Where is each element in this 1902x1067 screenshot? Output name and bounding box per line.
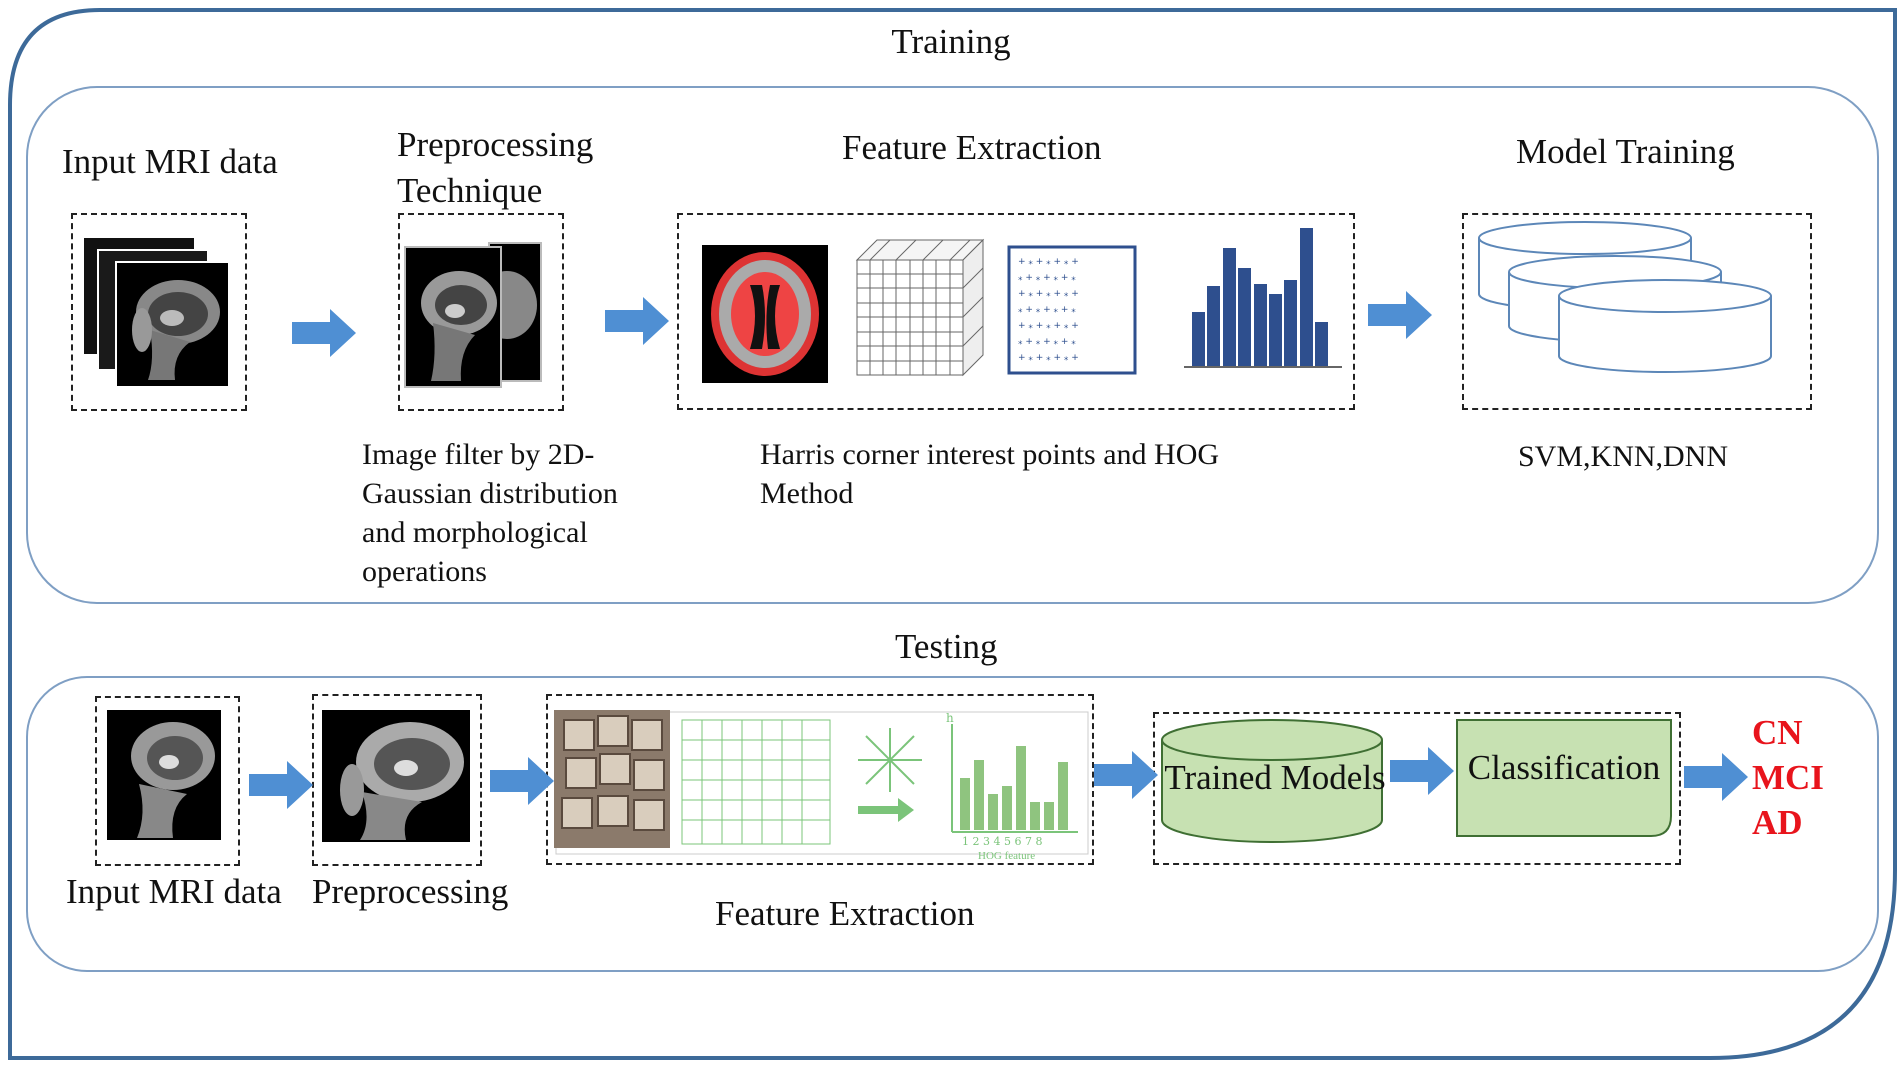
cube-grid-icon bbox=[855, 238, 985, 377]
test-preprocessing-box bbox=[312, 694, 482, 866]
svg-text:⁎ + ⁎ + ⁎ + ⁎: ⁎ + ⁎ + ⁎ + ⁎ bbox=[1018, 337, 1076, 347]
test-preprocessed-mri-icon bbox=[322, 710, 470, 842]
train-arrow-2 bbox=[605, 297, 669, 345]
hog-axis-label: h bbox=[946, 711, 954, 725]
train-feature-desc-2: Method bbox=[760, 477, 854, 510]
histogram-icon bbox=[1184, 228, 1342, 368]
training-title: Training bbox=[891, 22, 1011, 61]
train-model-box bbox=[1462, 213, 1812, 410]
outcome-list: CN MCI AD bbox=[1752, 710, 1824, 845]
brain-segmentation-icon bbox=[702, 245, 828, 383]
test-input-box bbox=[95, 696, 240, 866]
classification-box bbox=[1456, 719, 1672, 837]
train-feature-desc-1: Harris corner interest points and HOG bbox=[760, 438, 1220, 471]
classification-label: Classification bbox=[1467, 748, 1661, 787]
test-feature-collage-icon: h 1 2 3 4 5 6 7 8 bbox=[554, 710, 1089, 855]
train-feature-desc: Harris corner interest points and HOG Me… bbox=[760, 435, 1219, 513]
test-arrow-2 bbox=[490, 757, 554, 805]
outcome-cn: CN bbox=[1752, 713, 1803, 752]
test-preprocessing-label: Preprocessing bbox=[312, 872, 509, 911]
train-preprocessing-label: Preprocessing Technique bbox=[397, 122, 593, 214]
test-arrow-1 bbox=[249, 761, 313, 809]
train-model-desc: SVM,KNN,DNN bbox=[1518, 440, 1729, 473]
train-model-label: Model Training bbox=[1516, 132, 1735, 171]
test-input-label: Input MRI data bbox=[66, 872, 282, 911]
train-preprocessing-desc-1: Image filter by 2D- bbox=[362, 438, 595, 471]
svg-text:+ ⁎ + ⁎ + ⁎ +: + ⁎ + ⁎ + ⁎ + bbox=[1018, 257, 1079, 267]
train-feature-box bbox=[677, 213, 1355, 410]
train-preprocessing-desc: Image filter by 2D- Gaussian distributio… bbox=[362, 435, 618, 591]
test-feature-label: Feature Extraction bbox=[715, 894, 975, 933]
train-arrow-1 bbox=[292, 309, 356, 357]
test-arrow-3 bbox=[1094, 751, 1158, 799]
test-arrow-4 bbox=[1390, 747, 1454, 795]
svg-text:⁎ + ⁎ + ⁎ + ⁎: ⁎ + ⁎ + ⁎ + ⁎ bbox=[1018, 305, 1076, 315]
train-feature-label: Feature Extraction bbox=[842, 128, 1102, 167]
test-classification-box bbox=[1153, 712, 1681, 865]
trained-models-label: Trained Models bbox=[1164, 758, 1386, 797]
hog-gradient-grid-icon: + ⁎ + ⁎ + ⁎ + ⁎ + ⁎ + ⁎ + ⁎ + ⁎ + ⁎ + ⁎ … bbox=[1007, 245, 1137, 375]
train-preprocessing-box bbox=[398, 213, 564, 411]
hog-feature-caption: HOG feature bbox=[978, 850, 1036, 862]
train-input-label: Input MRI data bbox=[62, 142, 278, 181]
svg-text:+ ⁎ + ⁎ + ⁎ +: + ⁎ + ⁎ + ⁎ + bbox=[1018, 321, 1079, 331]
svg-text:⁎ + ⁎ + ⁎ + ⁎: ⁎ + ⁎ + ⁎ + ⁎ bbox=[1018, 273, 1076, 283]
train-preprocessing-line-1: Preprocessing bbox=[397, 125, 594, 164]
outcome-mci: MCI bbox=[1752, 758, 1824, 797]
svg-text:+ ⁎ + ⁎ + ⁎ +: + ⁎ + ⁎ + ⁎ + bbox=[1018, 289, 1079, 299]
model-database-icon bbox=[1478, 221, 1772, 373]
outcome-ad: AD bbox=[1752, 803, 1803, 842]
train-arrow-3 bbox=[1368, 291, 1432, 339]
test-arrow-5 bbox=[1684, 753, 1748, 801]
train-preprocessing-line-2: Technique bbox=[397, 171, 543, 210]
svg-text:+ ⁎ + ⁎ + ⁎ +: + ⁎ + ⁎ + ⁎ + bbox=[1018, 353, 1079, 363]
test-input-mri-icon bbox=[107, 710, 221, 840]
hog-tick-labels: 1 2 3 4 5 6 7 8 bbox=[962, 835, 1042, 848]
trained-models-cylinder bbox=[1161, 719, 1383, 843]
testing-title: Testing bbox=[895, 627, 998, 666]
train-preprocessing-desc-2: Gaussian distribution bbox=[362, 477, 618, 510]
train-preprocessed-mri-icon bbox=[404, 242, 542, 388]
train-input-box bbox=[71, 213, 247, 411]
train-preprocessing-desc-3: and morphological bbox=[362, 516, 588, 549]
train-mri-stack-icon bbox=[84, 238, 230, 388]
train-preprocessing-desc-4: operations bbox=[362, 555, 487, 588]
